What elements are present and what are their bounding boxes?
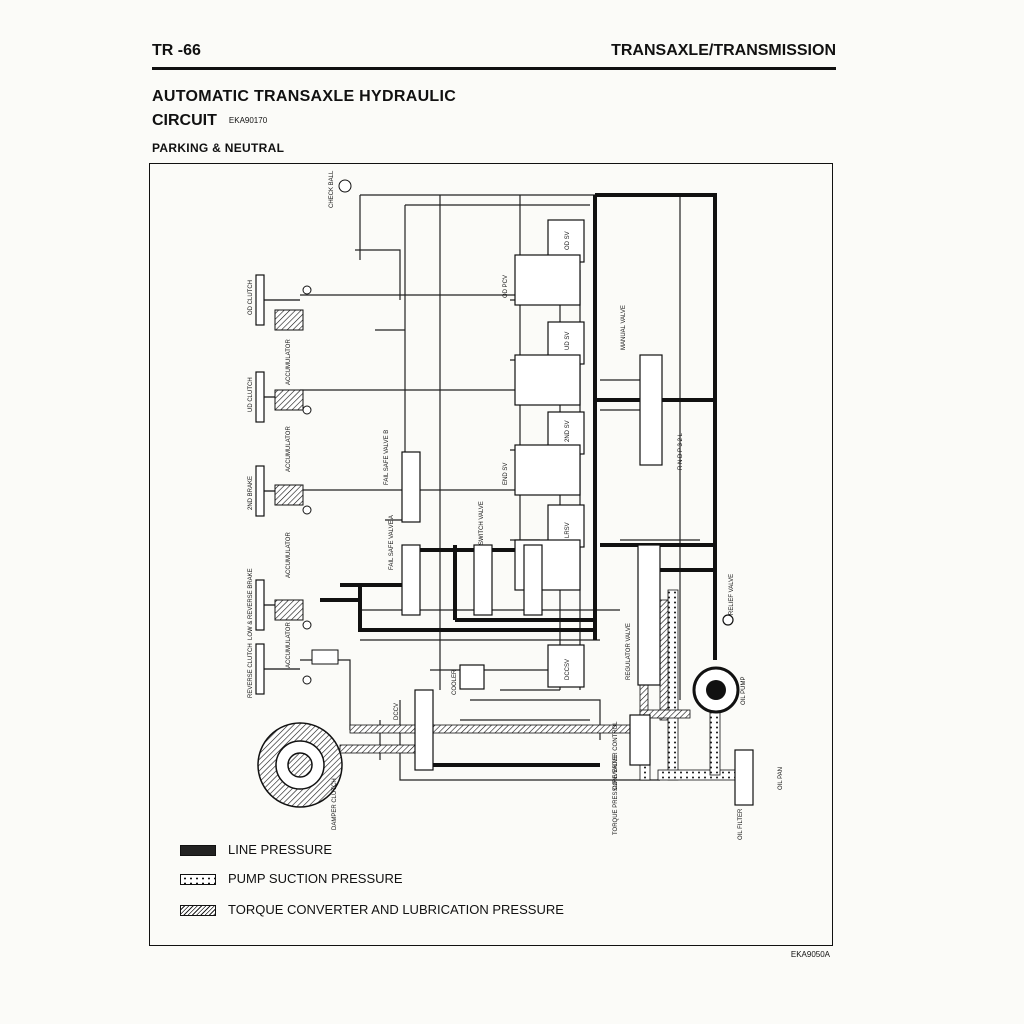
- label-od-sv: OD SV: [565, 231, 571, 250]
- legend-item-torque-converter: TORQUE CONVERTER AND LUBRICATION PRESSUR…: [180, 902, 600, 918]
- legend-swatch-torque-converter: [180, 905, 216, 916]
- label-2nd-sv: 2ND SV: [565, 420, 571, 442]
- label-converter-control: CONVERTER CONTROL: [613, 721, 619, 790]
- section-name: TRANSAXLE/TRANSMISSION: [611, 42, 836, 59]
- label-od-clutch: OD CLUTCH: [248, 280, 254, 315]
- accumulator-circles: [302, 179, 352, 685]
- label-ud-sv: UD SV: [565, 332, 571, 350]
- label-reverse-clutch: REVERSE CLUTCH: [248, 643, 254, 698]
- label-torque-pressure-valve: TORQUE PRESSURE VALVE: [613, 755, 619, 835]
- label-accumulator-1: ACCUMULATOR: [286, 339, 292, 385]
- label-damper-clutch: DAMPER CLUTCH: [332, 778, 338, 830]
- legend-swatch-pump-suction: [180, 874, 216, 885]
- label-gear-positions: R N D P 3 2 L: [678, 432, 684, 470]
- label-relief-valve: RELIEF VALVE: [729, 574, 735, 615]
- label-oil-filter: OIL FILTER: [738, 808, 744, 840]
- label-accumulator-3: ACCUMULATOR: [286, 532, 292, 578]
- legend-label-pump-suction: PUMP SUCTION PRESSURE: [228, 871, 403, 886]
- diagram-frame: [149, 163, 833, 946]
- label-manual-valve: MANUAL VALVE: [621, 305, 627, 350]
- page-title-line2: CIRCUIT EKA90170: [152, 112, 652, 130]
- legend-label-line-pressure: LINE PRESSURE: [228, 842, 333, 857]
- figure-code: EKA9050A: [790, 950, 830, 959]
- label-oil-pan: OIL PAN: [778, 767, 784, 790]
- label-dccv: DCCV: [394, 703, 400, 720]
- label-oil-pump: OIL PUMP: [741, 677, 747, 705]
- label-od-pcv: OD PCV: [503, 275, 509, 298]
- spool-valves: [401, 354, 754, 806]
- label-fail-safe-valve-b: FAIL SAFE VALVE B: [384, 430, 390, 485]
- label-lrsv: LRSV: [565, 522, 571, 538]
- page-title: AUTOMATIC TRANSAXLE HYDRAULIC: [152, 88, 457, 105]
- accumulators: [274, 309, 339, 665]
- legend-swatch-line-pressure: [180, 845, 216, 856]
- label-accumulator-2: ACCUMULATOR: [286, 426, 292, 472]
- header-rule: [152, 67, 836, 70]
- label-accumulator-4: ACCUMULATOR: [286, 622, 292, 668]
- label-regulator-valve: REGULATOR VALVE: [626, 623, 632, 680]
- legend-item-line-pressure: LINE PRESSURE: [180, 842, 600, 858]
- title-code: EKA90170: [228, 116, 268, 126]
- title-block: AUTOMATIC TRANSAXLE HYDRAULIC CIRCUIT EKA…: [152, 88, 652, 130]
- label-ud-clutch: UD CLUTCH: [248, 377, 254, 412]
- label-fail-safe-valve-a: FAIL SAFE VALVE A: [389, 515, 395, 570]
- label-switch-valve: SWITCH VALVE: [479, 501, 485, 545]
- page-title-cont: CIRCUIT: [152, 112, 217, 129]
- label-2nd-brake: 2ND BRAKE: [248, 476, 254, 510]
- relief-valve: [722, 614, 734, 626]
- torque-converter: [257, 722, 343, 808]
- label-dccsv: DCCSV: [565, 659, 571, 680]
- legend-item-pump-suction: PUMP SUCTION PRESSURE: [180, 871, 600, 887]
- label-end-sv: END SV: [503, 463, 509, 485]
- label-cooler: COOLER: [452, 669, 458, 695]
- page-header: TR -66 TRANSAXLE/TRANSMISSION: [152, 40, 836, 70]
- page-number: TR -66: [152, 42, 201, 59]
- subtitle: PARKING & NEUTRAL: [152, 141, 285, 155]
- legend-label-torque-converter: TORQUE CONVERTER AND LUBRICATION PRESSUR…: [228, 902, 564, 917]
- hydraulic-circuit-diagram: CHECK BALL OD CLUTCH ACCUMULATOR UD CLUT…: [248, 170, 784, 840]
- label-low-reverse-brake: LOW & REVERSE BRAKE: [248, 568, 254, 640]
- label-check-ball: CHECK BALL: [329, 170, 335, 208]
- solenoid-valves: [514, 219, 585, 688]
